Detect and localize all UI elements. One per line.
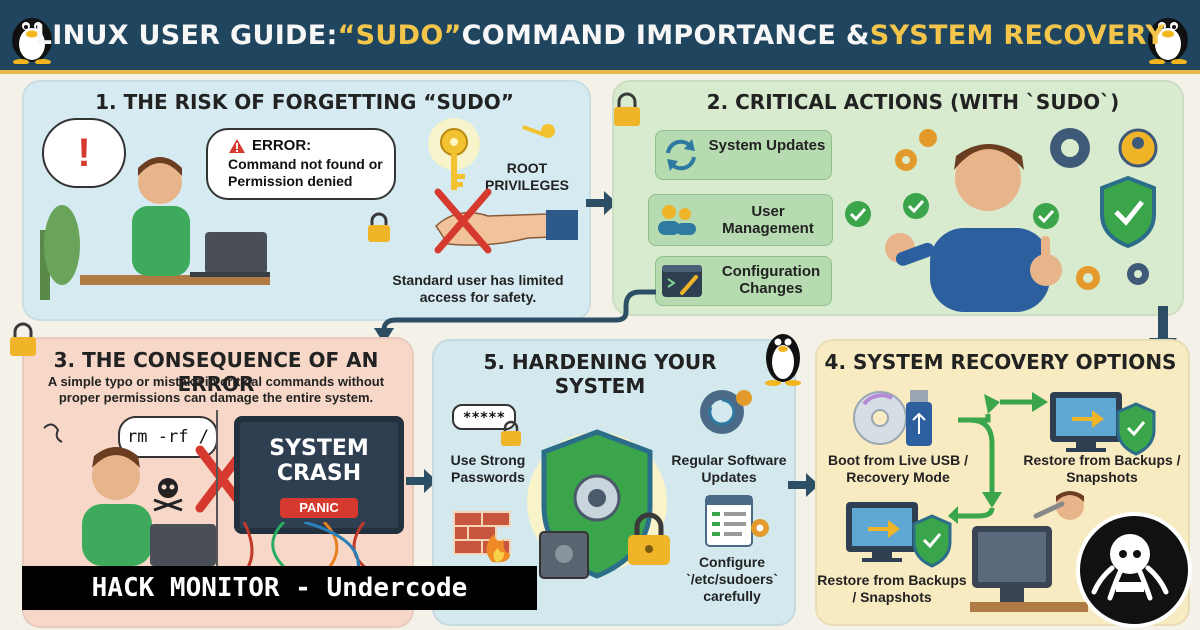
exclamation-icon: ! bbox=[77, 130, 91, 175]
action-label: System Updates bbox=[708, 137, 826, 154]
flow-arrow-right bbox=[788, 473, 819, 497]
live-usb-disc-icon bbox=[853, 390, 932, 446]
action-system-updates: System Updates bbox=[655, 130, 832, 180]
system-crash-screen: SYSTEM CRASH PANIC bbox=[234, 416, 404, 534]
gear-update-icon bbox=[700, 390, 752, 434]
octopus-logo-badge bbox=[1076, 512, 1192, 628]
error-message: Command not found or Permission denied bbox=[228, 156, 383, 189]
flow-arrow-to-panel3 bbox=[374, 289, 656, 344]
panel3-title: 3. THE CONSEQUENCE OF AN ERROR bbox=[53, 348, 379, 396]
flow-arrow-right bbox=[406, 469, 437, 493]
technician-repairing-computer-illustration bbox=[970, 491, 1088, 612]
action-configuration-changes: Configuration Changes bbox=[655, 256, 832, 306]
refresh-icon bbox=[666, 139, 696, 171]
panel1-title: 1. THE RISK OF FORGETTING “SUDO” bbox=[95, 90, 514, 114]
standard-user-caption: Standard user has limited access for saf… bbox=[392, 272, 564, 305]
frustrated-user-at-laptop-illustration bbox=[40, 157, 270, 300]
confident-admin-thumbs-up-illustration bbox=[845, 128, 1158, 312]
panel4-title: 4. SYSTEM RECOVERY OPTIONS bbox=[824, 350, 1177, 374]
action-label: User Management bbox=[722, 203, 814, 237]
divider bbox=[216, 410, 218, 566]
title-part1: LINUX USER GUIDE: bbox=[34, 19, 338, 51]
padlock-icon bbox=[628, 512, 670, 565]
flow-arrow-right bbox=[586, 191, 617, 215]
tux-penguin-icon bbox=[12, 18, 52, 64]
firewall-flame-icon bbox=[453, 511, 511, 563]
recovery-flow-arrows bbox=[948, 392, 1048, 524]
worried-user-illustration bbox=[43, 423, 216, 566]
restore-backups-label-bottom: Restore from Backups / Snapshots bbox=[817, 572, 967, 605]
alert-thought-bubble: ! bbox=[42, 118, 126, 188]
restore-backups-label-top: Restore from Backups / Snapshots bbox=[1023, 452, 1181, 485]
padlock-icon bbox=[10, 322, 36, 356]
small-key-icon bbox=[522, 124, 555, 138]
panel5-title: 5. HARDENING YOUR SYSTEM bbox=[483, 350, 717, 398]
software-updates-label: Regular Software Updates bbox=[671, 452, 787, 485]
users-icon bbox=[658, 205, 696, 235]
terminal-wrench-icon bbox=[662, 265, 702, 297]
action-label: Configuration Changes bbox=[721, 263, 821, 297]
root-privileges-label: ROOT PRIVILEGES bbox=[484, 160, 570, 193]
backup-monitor-shield-icon bbox=[846, 502, 952, 568]
hand-reaching-with-red-x-illustration bbox=[434, 188, 578, 254]
padlock-icon bbox=[368, 212, 390, 242]
strong-passwords-label: Use Strong Passwords bbox=[450, 452, 526, 485]
error-speech-bubble: ERROR: Command not found or Permission d… bbox=[206, 128, 396, 200]
boot-live-usb-label: Boot from Live USB / Recovery Mode bbox=[827, 452, 968, 485]
security-shield-illustration bbox=[527, 429, 667, 579]
backup-monitor-shield-icon bbox=[1050, 392, 1156, 456]
action-user-management: User Management bbox=[648, 194, 833, 246]
octopus-icon bbox=[1091, 534, 1169, 601]
padlock-icon bbox=[501, 420, 521, 446]
golden-key-icon bbox=[428, 118, 480, 190]
sudoers-label: Configure `/etc/sudoers` carefully bbox=[686, 554, 778, 604]
title-highlight-recovery: SYSTEM RECOVERY bbox=[869, 19, 1166, 51]
error-label: ERROR: bbox=[252, 137, 312, 154]
crash-text: SYSTEM CRASH bbox=[269, 436, 369, 486]
panel-risk-forgetting-sudo bbox=[22, 80, 591, 321]
panel2-title: 2. CRITICAL ACTIONS (WITH `SUDO`) bbox=[706, 90, 1120, 114]
title-highlight-sudo: “SUDO” bbox=[337, 19, 462, 51]
panic-badge: PANIC bbox=[280, 498, 358, 518]
tux-penguin-icon bbox=[765, 334, 801, 386]
config-file-gear-icon bbox=[705, 495, 769, 547]
tux-penguin-icon bbox=[1148, 18, 1188, 64]
warning-icon bbox=[229, 138, 245, 153]
title-part2: COMMAND IMPORTANCE & bbox=[461, 19, 870, 51]
header-bar bbox=[0, 0, 1200, 74]
page-title: LINUX USER GUIDE: “SUDO” COMMAND IMPORTA… bbox=[0, 0, 1200, 70]
watermark-banner: HACK MONITOR - Undercode bbox=[22, 566, 537, 610]
padlock-icon bbox=[614, 92, 640, 126]
consequence-description: A simple typo or mistake in critical com… bbox=[47, 374, 385, 405]
